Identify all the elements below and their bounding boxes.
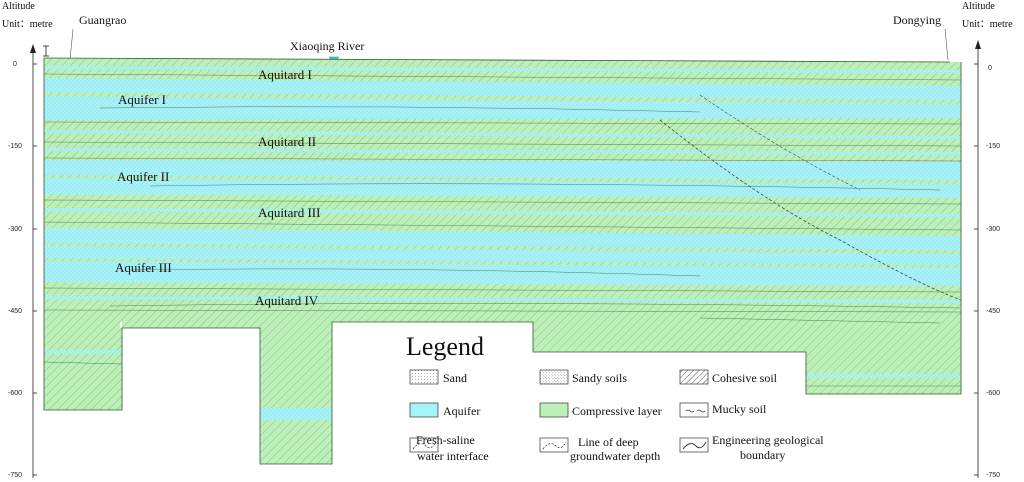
label-aquitard-4: Aquitard IV: [255, 293, 319, 308]
legend-label-line-2: water interface: [417, 449, 489, 463]
left-tick-600: -600: [8, 390, 22, 397]
lower-center-right-block: [533, 322, 961, 352]
legend-label-line-1: Line of deep: [578, 435, 639, 449]
legend-item-fresh-saline: Fresh-saline water interface: [409, 433, 489, 463]
legend-item-sandy-soils: Sandy soils: [539, 369, 627, 385]
left-tick-150: -150: [8, 143, 22, 150]
legend-item-deep-groundwater: Line of deep groundwater depth: [539, 435, 660, 463]
dashed-curve-swatch-icon: [409, 437, 439, 453]
right-tick-450: -450: [986, 308, 1000, 315]
place-label-guangrao: Guangrao: [79, 13, 126, 27]
legend-label-line-1: Engineering geological: [712, 433, 824, 447]
legend-item-engineering-boundary: Engineering geological boundary: [679, 433, 824, 462]
layer-labels: Aquitard I Aquifer I Aquitard II Aquifer…: [115, 67, 320, 308]
dongying-leader: [944, 28, 949, 61]
label-aquifer-3: Aquifer III: [115, 260, 172, 275]
legend-label-line-2: boundary: [740, 448, 785, 462]
label-aquifer-1: Aquifer I: [118, 92, 166, 107]
dashed-curve-swatch-icon: [539, 437, 569, 453]
arrow-up-icon: [30, 44, 36, 53]
cohesive-soil-swatch-icon: [679, 369, 709, 385]
left-tick-450: -450: [8, 308, 22, 315]
borehole-marker: [43, 45, 49, 57]
right-tick-600: -600: [986, 390, 1000, 397]
legend-item-mucky-soil: Mucky soil: [679, 402, 767, 418]
label-aquifer-2: Aquifer II: [117, 169, 169, 184]
mucky-soil-swatch-icon: [679, 402, 709, 418]
legend-item-sand: Sand: [409, 369, 467, 385]
right-tick-0: 0: [988, 65, 992, 72]
river-label: Xiaoqing River: [290, 39, 364, 53]
lower-center-left-block: [260, 322, 332, 464]
legend-label: Compressive layer: [572, 404, 662, 418]
lower-left-block: [44, 322, 122, 410]
aquifer-3-band: [44, 228, 961, 286]
left-tick-750: -750: [8, 472, 22, 479]
legend-label: Mucky soil: [712, 402, 767, 416]
left-axis: 0 -150 -300 -450 -600 -750: [8, 44, 37, 479]
legend-label-line-1: Fresh-saline: [416, 433, 475, 447]
right-unit: Unit：metre: [962, 19, 1013, 30]
legend-label: Aquifer: [443, 404, 480, 418]
guangrao-leader: [69, 28, 74, 61]
legend-item-compressive-layer: Compressive layer: [539, 402, 662, 418]
legend-item-cohesive-soil: Cohesive soil: [679, 369, 778, 385]
right-tick-150: -150: [986, 143, 1000, 150]
legend: Legend Sand Sandy soils Cohesive soil Aq…: [406, 332, 824, 463]
right-axis-title: Altitude: [962, 1, 995, 12]
left-tick-300: -300: [8, 226, 22, 233]
right-tick-300: -300: [986, 226, 1000, 233]
fresh-saline-interface: [659, 119, 962, 301]
legend-label-line-2: groundwater depth: [570, 449, 660, 463]
legend-label: Cohesive soil: [712, 371, 778, 385]
arrow-up-icon: [975, 40, 981, 49]
legend-title: Legend: [406, 332, 484, 361]
label-aquitard-3: Aquitard III: [258, 205, 320, 220]
label-aquitard-1: Aquitard I: [258, 67, 312, 82]
legend-label: Sand: [443, 371, 467, 385]
left-tick-0: 0: [13, 61, 17, 68]
legend-label: Sandy soils: [572, 371, 627, 385]
label-aquitard-2: Aquitard II: [258, 134, 316, 149]
right-tick-750: -750: [986, 472, 1000, 479]
place-label-dongying: Dongying: [893, 13, 941, 27]
sand-swatch-icon: [409, 369, 439, 385]
left-unit: Unit：metre: [2, 19, 53, 30]
legend-item-aquifer: Aquifer: [409, 402, 480, 418]
sandy-soils-swatch-icon: [539, 369, 569, 385]
aquifer-swatch-icon: [409, 402, 439, 418]
compressive-layer-swatch-icon: [539, 402, 569, 418]
solid-curve-swatch-icon: [679, 437, 709, 453]
lower-right-block: [806, 352, 961, 394]
strata: [43, 57, 962, 465]
left-axis-title: Altitude: [2, 1, 35, 12]
right-axis: 0 -150 -300 -450 -600 -750: [974, 40, 1000, 479]
